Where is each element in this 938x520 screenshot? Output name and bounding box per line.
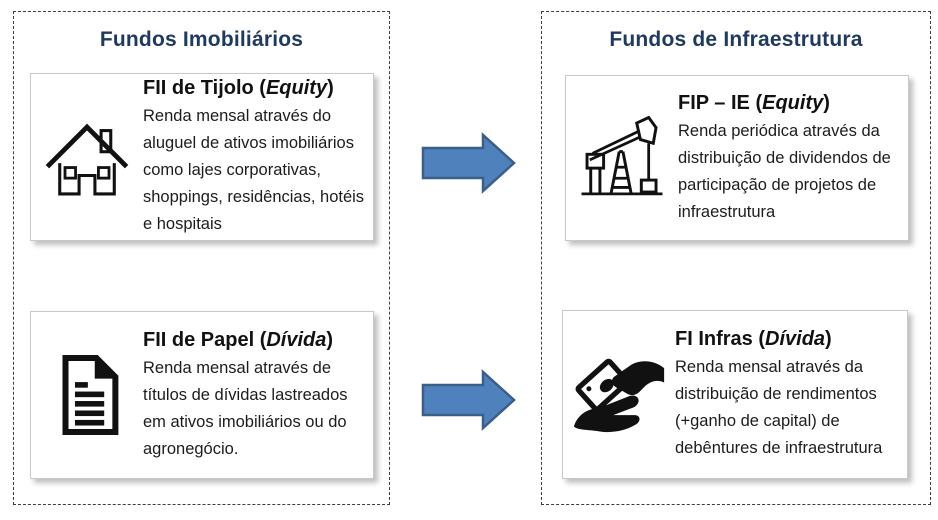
card-body-fi-infras: Renda mensal através da distribuição de … bbox=[675, 358, 883, 457]
card-body-fii-papel: Renda mensal através de títulos de dívid… bbox=[143, 358, 348, 458]
card-title-fip-ie: FIP – IE (Equity) bbox=[678, 91, 830, 114]
card-title-fii-papel: FII de Papel (Dívida) bbox=[143, 328, 334, 351]
card-title-fi-infras: FI Infras (Dívida) bbox=[675, 328, 832, 350]
card-body-fip-ie: Renda periódica através da distribuição … bbox=[678, 121, 891, 221]
card-fii-tijolo: FII de Tijolo (Equity) Renda mensal atra… bbox=[30, 73, 374, 241]
oil-pump-icon bbox=[566, 112, 678, 204]
card-fip-ie: FIP – IE (Equity) Renda periódica atravé… bbox=[565, 75, 909, 241]
document-icon bbox=[31, 352, 143, 438]
card-body-fii-tijolo: Renda mensal através do aluguel de ativo… bbox=[143, 107, 365, 233]
panel-title-fundos-infraestrutura: Fundos de Infraestrutura bbox=[609, 28, 863, 51]
panel-fundos-infraestrutura: Fundos de Infraestrutura FIP – IE (Equit… bbox=[541, 11, 931, 505]
card-fi-infras: FI Infras (Dívida) Renda mensal através … bbox=[562, 310, 908, 479]
hand-money-icon bbox=[563, 347, 675, 443]
arrow-right-bottom-icon bbox=[421, 369, 517, 431]
card-title-fii-tijolo: FII de Tijolo (Equity) bbox=[143, 77, 334, 99]
panel-fundos-imobiliarios: Fundos Imobiliários FII de Tijolo (Equit… bbox=[13, 11, 390, 505]
arrow-right-top-icon bbox=[421, 132, 517, 194]
house-icon bbox=[31, 113, 143, 201]
card-fii-papel: FII de Papel (Dívida) Renda mensal atrav… bbox=[30, 311, 374, 479]
panel-title-fundos-imobiliarios: Fundos Imobiliários bbox=[99, 28, 304, 51]
